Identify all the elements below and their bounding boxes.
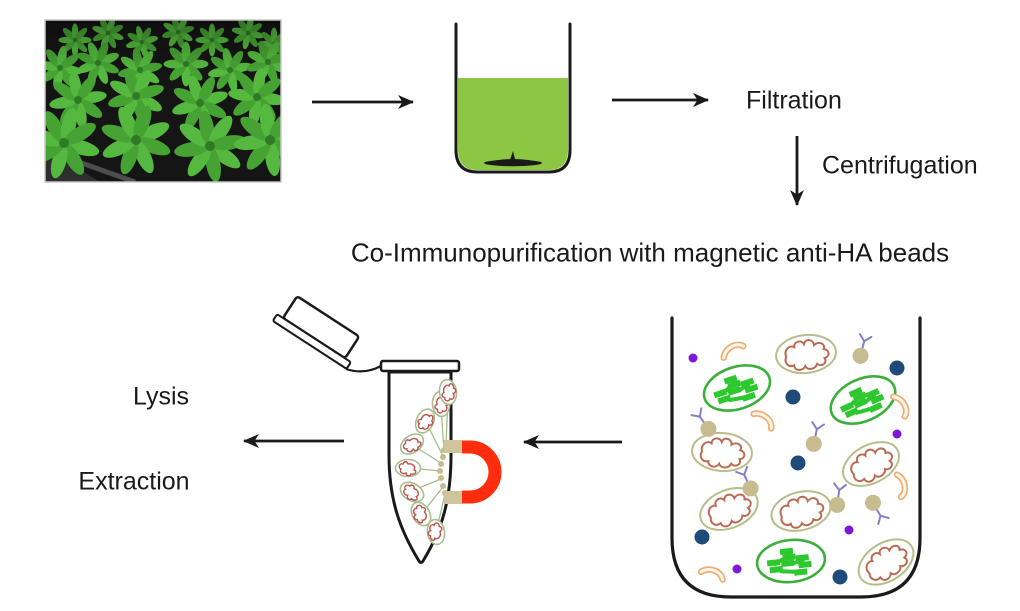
purple-particle-icon <box>732 564 742 574</box>
plant-photo <box>45 20 281 182</box>
microcentrifuge-tube-icon <box>272 296 502 564</box>
magnet-pole <box>444 440 463 453</box>
label-filtration: Filtration <box>746 86 842 115</box>
purple-particle-icon <box>688 353 698 363</box>
photo-depth-shade <box>45 20 281 72</box>
purple-particle-icon <box>844 525 854 535</box>
magnet-pole <box>444 491 463 504</box>
blue-particle-icon <box>889 360 905 376</box>
purple-particle-icon <box>892 429 902 439</box>
sample-container-icon <box>670 316 923 599</box>
magnet-icon <box>444 440 502 504</box>
figure-title: Co-Immunopurification with magnetic anti… <box>350 237 950 268</box>
captured-mitochondrion-icon <box>394 458 422 478</box>
label-lysis: Lysis <box>132 382 190 411</box>
blue-particle-icon <box>785 389 801 405</box>
label-centrifugation: Centrifugation <box>822 151 978 180</box>
beaker-icon <box>454 22 572 174</box>
blue-particle-icon <box>832 569 848 585</box>
stir-bar-icon <box>483 151 543 167</box>
tube-lid <box>272 296 360 370</box>
beaker-liquid <box>458 78 568 170</box>
label-extraction: Extraction <box>78 467 190 496</box>
tube-rim <box>379 359 461 373</box>
magnet-horseshoe <box>462 440 502 504</box>
photo-border <box>44 19 282 183</box>
tube-hinge <box>345 365 382 373</box>
blue-particle-icon <box>790 455 806 471</box>
beaker-glass <box>454 22 572 174</box>
blue-particle-icon <box>694 529 710 545</box>
flow-arrows <box>243 93 804 449</box>
